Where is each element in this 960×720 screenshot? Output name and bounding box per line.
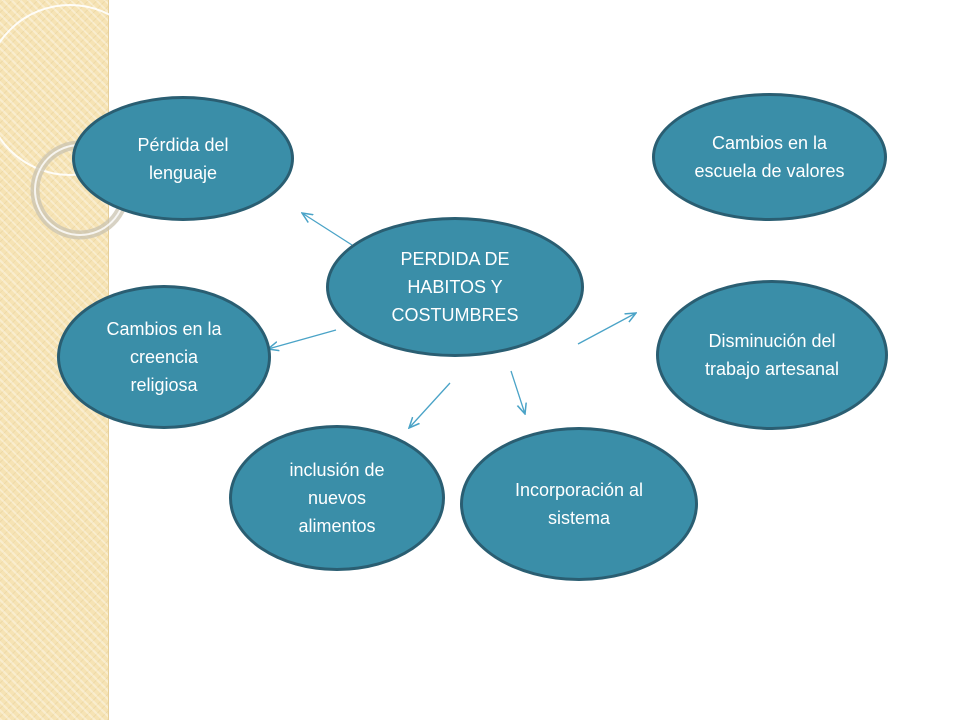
arrow-to-cambios-creencia xyxy=(268,329,337,349)
node-cambios-escuela: Cambios en la escuela de valores xyxy=(652,93,887,221)
node-cambios-creencia: Cambios en la creencia religiosa xyxy=(57,285,271,429)
node-disminucion-trabajo: Disminución del trabajo artesanal xyxy=(656,280,888,430)
node-center-label: PERDIDA DE HABITOS Y COSTUMBRES xyxy=(391,249,519,325)
node-incorporacion-sistema: Incorporación al sistema xyxy=(460,427,698,581)
node-cambios-escuela-label: Cambios en la escuela de valores xyxy=(694,133,845,181)
arrow-to-inclusion-alimentos xyxy=(409,382,451,428)
node-perdida-lenguaje: Pérdida del lenguaje xyxy=(72,96,294,221)
arrow-to-incorporacion-sistema xyxy=(510,370,525,414)
arrow-to-disminucion-trabajo xyxy=(577,313,636,345)
node-disminucion-trabajo-label: Disminución del trabajo artesanal xyxy=(704,331,840,379)
node-inclusion-alimentos-label: inclusión de nuevos alimentos xyxy=(289,460,385,536)
node-perdida-lenguaje-label: Pérdida del lenguaje xyxy=(137,134,229,183)
node-incorporacion-sistema-label: Incorporación al sistema xyxy=(514,480,644,528)
node-inclusion-alimentos: inclusión de nuevos alimentos xyxy=(229,425,445,571)
node-cambios-creencia-label: Cambios en la creencia religiosa xyxy=(106,319,222,395)
node-center: PERDIDA DE HABITOS Y COSTUMBRES xyxy=(326,217,584,357)
arrow-to-perdida-lenguaje xyxy=(302,213,353,246)
